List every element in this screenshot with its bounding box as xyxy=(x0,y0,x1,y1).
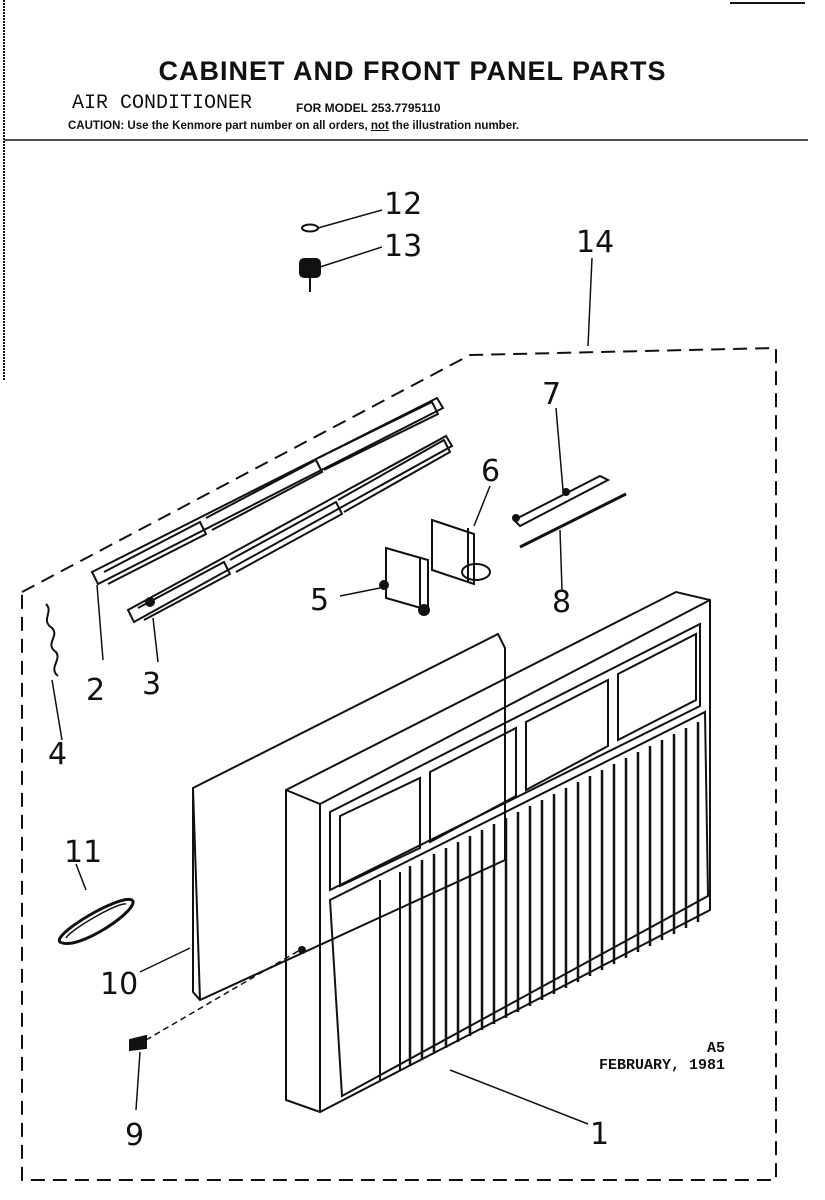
callout-7: 7 xyxy=(542,377,561,412)
callout-13: 13 xyxy=(384,229,422,264)
part-11-ring xyxy=(58,863,135,945)
callout-9: 9 xyxy=(125,1118,144,1153)
part-7-slide xyxy=(512,407,611,528)
callout-6: 6 xyxy=(481,454,500,489)
callout-12: 12 xyxy=(384,187,422,222)
stamp-code: A5 xyxy=(706,1040,725,1057)
callout-10: 10 xyxy=(100,967,138,1002)
part-1-cabinet-frame xyxy=(285,590,711,1114)
callout-3: 3 xyxy=(142,667,161,702)
kit-14-leader xyxy=(587,257,593,347)
caution-suffix: the illustration number. xyxy=(388,120,520,132)
model-line: FOR MODEL 253.7795110 xyxy=(296,101,441,115)
page-title: CABINET AND FRONT PANEL PARTS xyxy=(158,56,667,86)
revision-stamp: A5 FEBRUARY, 1981 xyxy=(530,1040,725,1074)
part-9-screw xyxy=(129,946,306,1111)
stamp-date: FEBRUARY, 1981 xyxy=(598,1057,725,1074)
appliance-subtitle: AIR CONDITIONER xyxy=(72,92,253,115)
part-5-bracket xyxy=(339,546,430,616)
callout-2: 2 xyxy=(86,673,105,708)
callout-labels: 1 2 3 4 5 6 7 8 9 10 11 12 13 14 xyxy=(48,187,614,1153)
kit-boundary-14 xyxy=(21,346,777,1181)
callout-5: 5 xyxy=(310,583,329,618)
caution-prefix: CAUTION: Use the Kenmore part number on … xyxy=(68,120,371,132)
caution-emphasis: not xyxy=(370,120,389,132)
part-12-screw xyxy=(301,209,383,233)
caution-note: CAUTION: Use the Kenmore part number on … xyxy=(68,120,519,132)
callout-8: 8 xyxy=(552,585,571,620)
louver-slats xyxy=(408,722,700,1066)
part-13-nut xyxy=(299,246,383,292)
part-4-gasket xyxy=(45,603,63,741)
part-2-upper-rail xyxy=(90,396,445,661)
part-1-leader xyxy=(449,1069,589,1125)
part-8-rod xyxy=(519,492,627,591)
part-3-lower-rail xyxy=(126,434,454,663)
callout-14: 14 xyxy=(576,225,614,260)
callout-1: 1 xyxy=(590,1117,609,1152)
callout-11: 11 xyxy=(64,835,102,870)
part-10-rear-panel xyxy=(139,632,506,1002)
callout-4: 4 xyxy=(48,737,67,772)
part-6-bracket xyxy=(431,485,491,586)
